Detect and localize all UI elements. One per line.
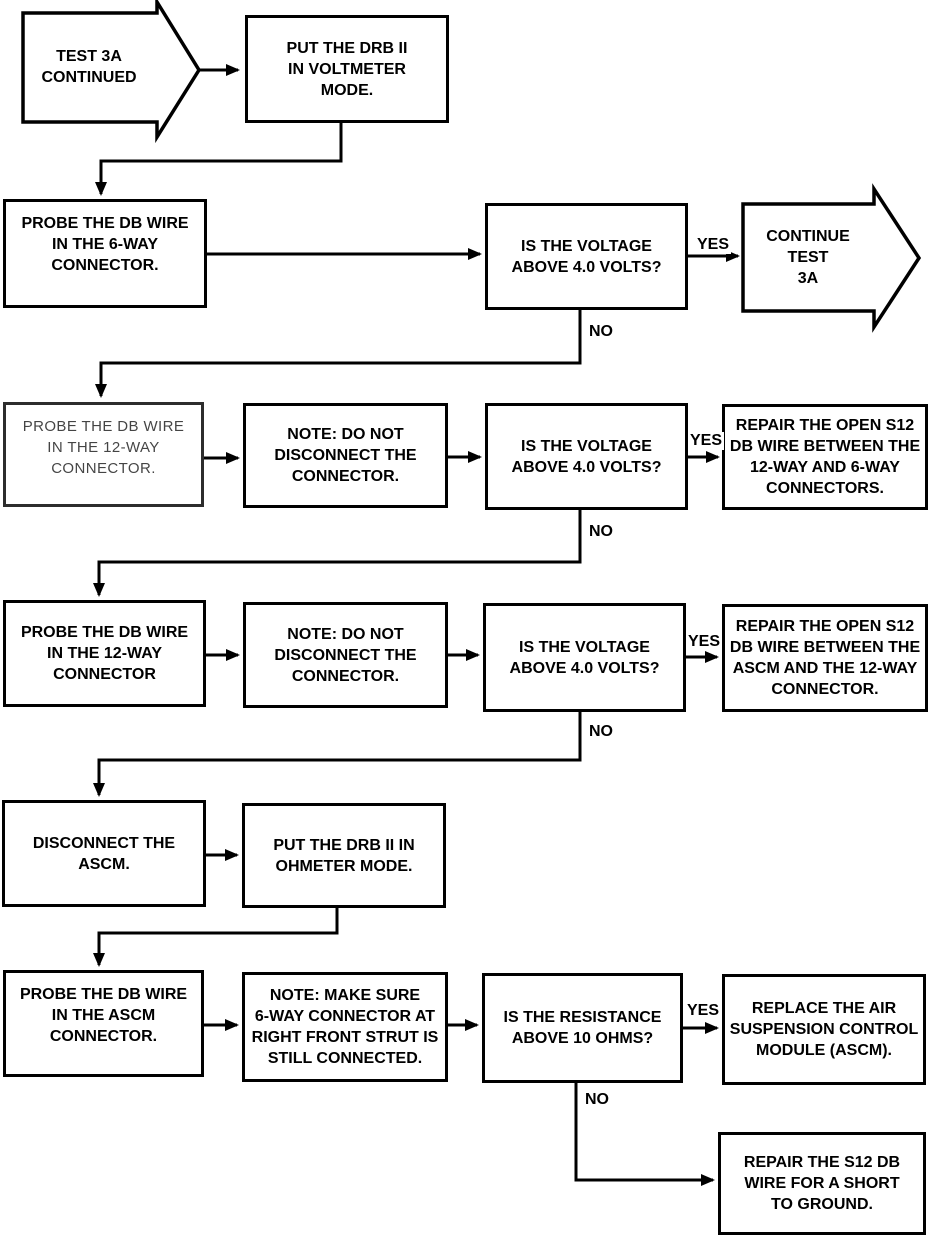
node-voltage-check-1: IS THE VOLTAGE ABOVE 4.0 VOLTS? <box>485 203 688 310</box>
node-voltage-check-3: IS THE VOLTAGE ABOVE 4.0 VOLTS? <box>483 603 686 712</box>
node-resistance-check: IS THE RESISTANCE ABOVE 10 OHMS? <box>482 973 683 1083</box>
node-note-disconnect-a: NOTE: DO NOT DISCONNECT THE CONNECTOR. <box>243 403 448 508</box>
edge-voltmeter-to-probe6way <box>95 123 343 196</box>
edge-label-yes-2: YES <box>688 432 725 450</box>
edge-label-yes-3: YES <box>686 633 723 651</box>
node-put-drb-voltmeter: PUT THE DRB II IN VOLTMETER MODE. <box>245 15 449 123</box>
node-replace-ascm: REPLACE THE AIR SUSPENSION CONTROL MODUL… <box>722 974 926 1085</box>
node-probe-12way-a: PROBE THE DB WIRE IN THE 12-WAY CONNECTO… <box>3 402 204 507</box>
node-disconnect-ascm: DISCONNECT THE ASCM. <box>2 800 206 907</box>
edge-label-no-2: NO <box>587 523 615 541</box>
start-arrow-label: TEST 3A CONTINUED <box>41 48 137 86</box>
edge-label-no-4: NO <box>583 1091 611 1109</box>
node-repair-12-6: REPAIR THE OPEN S12 DB WIRE BETWEEN THE … <box>722 404 928 510</box>
start-arrow-shape <box>21 0 202 144</box>
continue-arrow-shape <box>741 183 922 333</box>
edge-check3-no <box>93 712 582 797</box>
edge-check1-no <box>95 310 582 398</box>
node-voltage-check-2: IS THE VOLTAGE ABOVE 4.0 VOLTS? <box>485 403 688 510</box>
node-put-drb-ohmeter: PUT THE DRB II IN OHMETER MODE. <box>242 803 446 908</box>
node-note-disconnect-b: NOTE: DO NOT DISCONNECT THE CONNECTOR. <box>243 602 448 708</box>
edge-check4-no <box>574 1083 715 1186</box>
edge-label-no-3: NO <box>587 723 615 741</box>
continue-arrow-label: CONTINUE TEST 3A <box>766 227 850 287</box>
node-probe-6way: PROBE THE DB WIRE IN THE 6-WAY CONNECTOR… <box>3 199 207 308</box>
node-repair-ascm-12: REPAIR THE OPEN S12 DB WIRE BETWEEN THE … <box>722 604 928 712</box>
edge-check2-no <box>93 510 582 597</box>
node-note-6way-connected: NOTE: MAKE SURE 6-WAY CONNECTOR AT RIGHT… <box>242 972 448 1082</box>
edge-label-yes-4: YES <box>685 1002 722 1020</box>
node-probe-12way-b: PROBE THE DB WIRE IN THE 12-WAY CONNECTO… <box>3 600 206 707</box>
edge-label-no-1: NO <box>587 323 615 341</box>
edge-ohmeter-to-probeascm <box>93 908 339 967</box>
node-repair-short: REPAIR THE S12 DB WIRE FOR A SHORT TO GR… <box>718 1132 926 1235</box>
node-probe-ascm: PROBE THE DB WIRE IN THE ASCM CONNECTOR. <box>3 970 204 1077</box>
edge-label-yes-1: YES <box>695 236 732 254</box>
